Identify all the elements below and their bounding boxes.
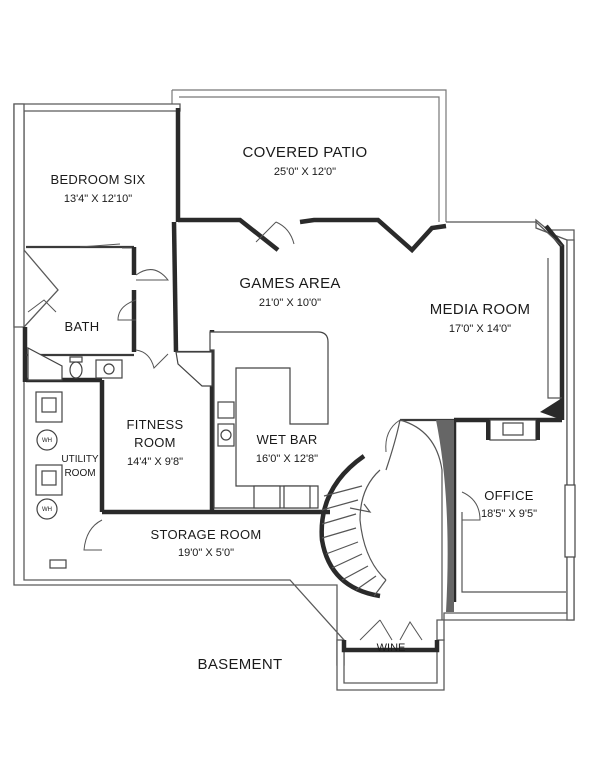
sink xyxy=(103,363,115,375)
covered-patio-name: COVERED PATIO xyxy=(242,144,367,161)
bedroom-six-dims: 13'4" X 12'10" xyxy=(64,193,132,205)
storage-room-dims: 19'0" X 5'0" xyxy=(178,547,234,559)
fitness-room-name-line1: FITNESS xyxy=(127,417,184,432)
office-dims: 18'5" X 9'5" xyxy=(481,508,537,520)
toilet xyxy=(69,361,83,379)
games-area-dims: 21'0" X 10'0" xyxy=(259,297,321,309)
media-room-wall-line xyxy=(446,221,563,247)
exterior-walls xyxy=(13,103,575,691)
utility-room-name-line1: UTILITY xyxy=(61,454,99,465)
office-name: OFFICE xyxy=(484,488,533,503)
wine-name: WINE xyxy=(377,642,406,654)
utility-sump xyxy=(49,559,67,569)
water-heater-1-label: WH xyxy=(42,438,52,444)
covered-patio-dims: 25'0" X 12'0" xyxy=(274,166,336,178)
office-inner-line xyxy=(461,512,566,593)
utility-fixtures xyxy=(35,391,67,569)
spiral-staircase xyxy=(319,419,454,620)
water-heater-2-label: WH xyxy=(42,507,52,513)
toilet-tank xyxy=(69,356,83,363)
washer-lid xyxy=(41,397,57,413)
media-room-inner-line xyxy=(547,258,562,399)
games-area-name: GAMES AREA xyxy=(239,275,340,292)
shower xyxy=(27,347,63,381)
fitness-room-dims: 14'4" X 9'8" xyxy=(127,456,183,468)
wet-bar-dims: 16'0" X 12'8" xyxy=(256,453,318,465)
doors xyxy=(27,221,481,641)
office-window xyxy=(564,484,576,558)
fitness-room-name-line2: ROOM xyxy=(134,435,176,450)
media-room-name: MEDIA ROOM xyxy=(430,301,531,318)
bath-fixtures xyxy=(27,347,123,381)
media-fireplace xyxy=(486,419,540,441)
utility-room-name-line2: ROOM xyxy=(64,468,95,479)
dryer-lid xyxy=(41,470,57,486)
bedroom-six-name: BEDROOM SIX xyxy=(50,172,145,187)
wet-bar-name: WET BAR xyxy=(256,432,317,447)
plan-title: BASEMENT xyxy=(198,656,283,673)
wet-bar-counters xyxy=(175,331,329,509)
media-room-dims: 17'0" X 14'0" xyxy=(449,323,511,335)
storage-room-name: STORAGE ROOM xyxy=(151,527,262,542)
water-heater-1 xyxy=(36,429,58,451)
room-labels: COVERED PATIO 25'0" X 12'0" BEDROOM SIX … xyxy=(42,144,537,673)
water-heater-2 xyxy=(36,498,58,520)
bath-name: BATH xyxy=(65,319,100,334)
media-room-corner xyxy=(540,398,562,420)
